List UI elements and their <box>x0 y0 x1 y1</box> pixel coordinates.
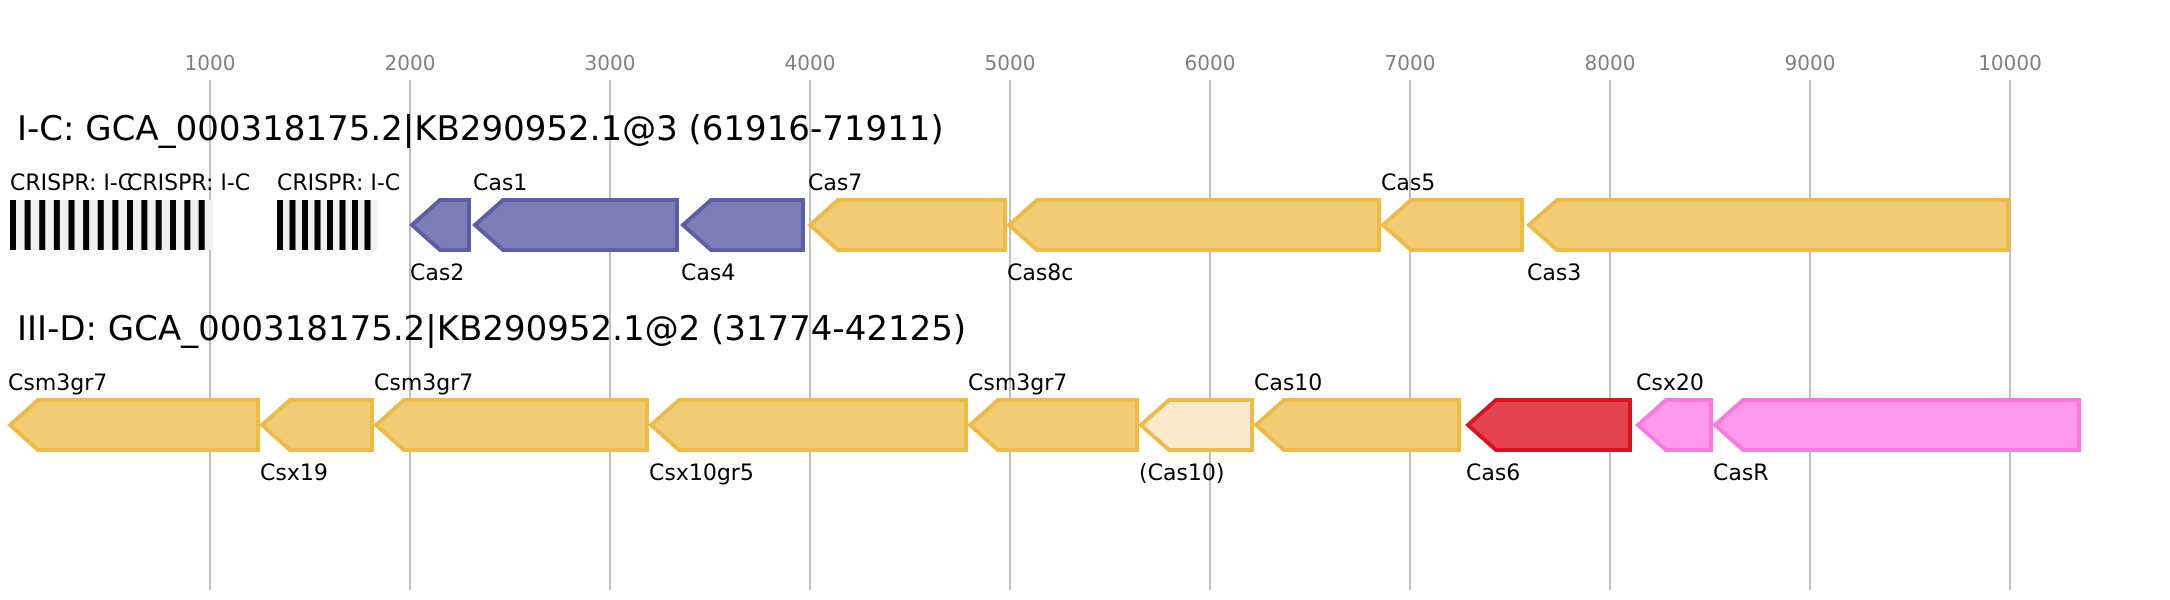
gene-arrow[interactable] <box>1137 398 1254 452</box>
crispr-repeat <box>155 200 162 250</box>
gene-arrow[interactable] <box>408 198 471 252</box>
gene-label: Cas5 <box>1381 171 1435 196</box>
gene-cas7[interactable]: Cas7 <box>806 171 1007 252</box>
gene-label: Csx20 <box>1636 371 1704 396</box>
gene-cas8c[interactable]: Cas8c <box>1005 198 1381 286</box>
gene-label: Cas2 <box>410 261 464 286</box>
tick-label: 9000 <box>1785 51 1836 75</box>
tick-label: 2000 <box>385 51 436 75</box>
tick-label: 5000 <box>985 51 1036 75</box>
crispr-repeat <box>289 200 296 250</box>
crispr-array[interactable]: CRISPR: I-C <box>277 171 400 250</box>
gene-cas2[interactable]: Cas2 <box>408 198 471 286</box>
gene-cas10[interactable]: (Cas10) <box>1137 398 1254 486</box>
tick-label: 1000 <box>185 51 236 75</box>
gene-arrow[interactable] <box>1464 398 1632 452</box>
locus-title: III-D: GCA_000318175.2|KB290952.1@2 (317… <box>17 309 966 349</box>
gene-label: Cas10 <box>1254 371 1322 396</box>
gene-csx10gr5[interactable]: Csx10gr5 <box>647 398 968 486</box>
gene-label: Csm3gr7 <box>374 371 473 396</box>
locus-title: I-C: GCA_000318175.2|KB290952.1@3 (61916… <box>17 109 944 149</box>
gene-csm3gr7[interactable]: Csm3gr7 <box>966 371 1139 452</box>
crispr-repeat <box>314 200 321 250</box>
gene-label: Csx10gr5 <box>649 461 754 486</box>
gene-label: Csx19 <box>260 461 328 486</box>
gene-arrow[interactable] <box>372 398 649 452</box>
crispr-label: CRISPR: I-C <box>127 171 250 196</box>
gene-arrow[interactable] <box>1252 398 1461 452</box>
gene-arrow[interactable] <box>1634 398 1713 452</box>
axis-grid: 1000 2000 3000 4000 5000 6000 7000 8000 9000 1000… <box>185 51 2042 590</box>
tick-label: 7000 <box>1385 51 1436 75</box>
gene-label: Csm3gr7 <box>8 371 107 396</box>
crispr-array[interactable]: CRISPR: I-C <box>127 171 250 250</box>
crispr-repeat <box>68 200 75 250</box>
tick-label: 4000 <box>785 51 836 75</box>
gene-label: Cas6 <box>1466 461 1520 486</box>
crispr-array[interactable]: CRISPR: I-C <box>10 171 133 250</box>
loci: I-C: GCA_000318175.2|KB290952.1@3 (61916… <box>6 109 2081 486</box>
crispr-repeat <box>170 200 176 250</box>
gene-cas10[interactable]: Cas10 <box>1252 371 1461 452</box>
gene-arrow[interactable] <box>258 398 374 452</box>
crispr-repeat <box>83 200 90 250</box>
gene-casr[interactable]: CasR <box>1711 398 2081 486</box>
crispr-repeat <box>97 200 104 250</box>
gene-label: Cas8c <box>1007 261 1073 286</box>
crispr-repeat <box>53 200 60 250</box>
crispr-repeat <box>339 200 346 250</box>
crispr-repeat <box>39 200 46 250</box>
crispr-repeat <box>277 200 283 250</box>
gene-arrow[interactable] <box>6 398 260 452</box>
locus-track: I-C: GCA_000318175.2|KB290952.1@3 (61916… <box>10 109 2010 286</box>
gene-label: Cas3 <box>1527 261 1581 286</box>
gene-arrow[interactable] <box>471 198 679 252</box>
crispr-repeat <box>364 200 371 250</box>
gene-arrow[interactable] <box>806 198 1007 252</box>
gene-arrow[interactable] <box>966 398 1139 452</box>
crispr-repeat <box>127 200 133 250</box>
crispr-repeat <box>352 200 358 250</box>
gene-arrow[interactable] <box>1005 198 1381 252</box>
tick-label: 8000 <box>1585 51 1636 75</box>
crispr-repeat <box>184 200 191 250</box>
gene-cas3[interactable]: Cas3 <box>1525 198 2010 286</box>
crispr-repeat <box>112 200 119 250</box>
tick-label: 6000 <box>1185 51 1236 75</box>
crispr-label: CRISPR: I-C <box>10 171 133 196</box>
gene-csm3gr7[interactable]: Csm3gr7 <box>372 371 649 452</box>
gene-arrow[interactable] <box>1711 398 2081 452</box>
crispr-repeat <box>10 200 16 250</box>
gene-label: Cas4 <box>681 261 735 286</box>
locus-track: III-D: GCA_000318175.2|KB290952.1@2 (317… <box>6 309 2081 486</box>
gene-arrow[interactable] <box>1379 198 1524 252</box>
gene-label: Cas7 <box>808 171 862 196</box>
gene-cas4[interactable]: Cas4 <box>679 198 805 286</box>
gene-arrow[interactable] <box>679 198 805 252</box>
crispr-repeat <box>198 200 205 250</box>
crispr-repeat <box>24 200 31 250</box>
gene-csm3gr7[interactable]: Csm3gr7 <box>6 371 260 452</box>
tick-label: 3000 <box>585 51 636 75</box>
gene-label: Cas1 <box>473 171 527 196</box>
tick-label: 10000 <box>1978 51 2042 75</box>
crispr-repeat <box>302 200 308 250</box>
gene-cas5[interactable]: Cas5 <box>1379 171 1524 252</box>
gene-label: (Cas10) <box>1139 461 1224 486</box>
gene-label: CasR <box>1713 461 1769 486</box>
gene-arrow[interactable] <box>647 398 968 452</box>
crispr-repeat <box>141 200 148 250</box>
gene-csx20[interactable]: Csx20 <box>1634 371 1713 452</box>
gene-label: Csm3gr7 <box>968 371 1067 396</box>
gene-csx19[interactable]: Csx19 <box>258 398 374 486</box>
crispr-label: CRISPR: I-C <box>277 171 400 196</box>
gene-cas6[interactable]: Cas6 <box>1464 398 1632 486</box>
gene-cas1[interactable]: Cas1 <box>471 171 679 252</box>
crispr-repeat <box>327 200 333 250</box>
gene-arrow[interactable] <box>1525 198 2010 252</box>
